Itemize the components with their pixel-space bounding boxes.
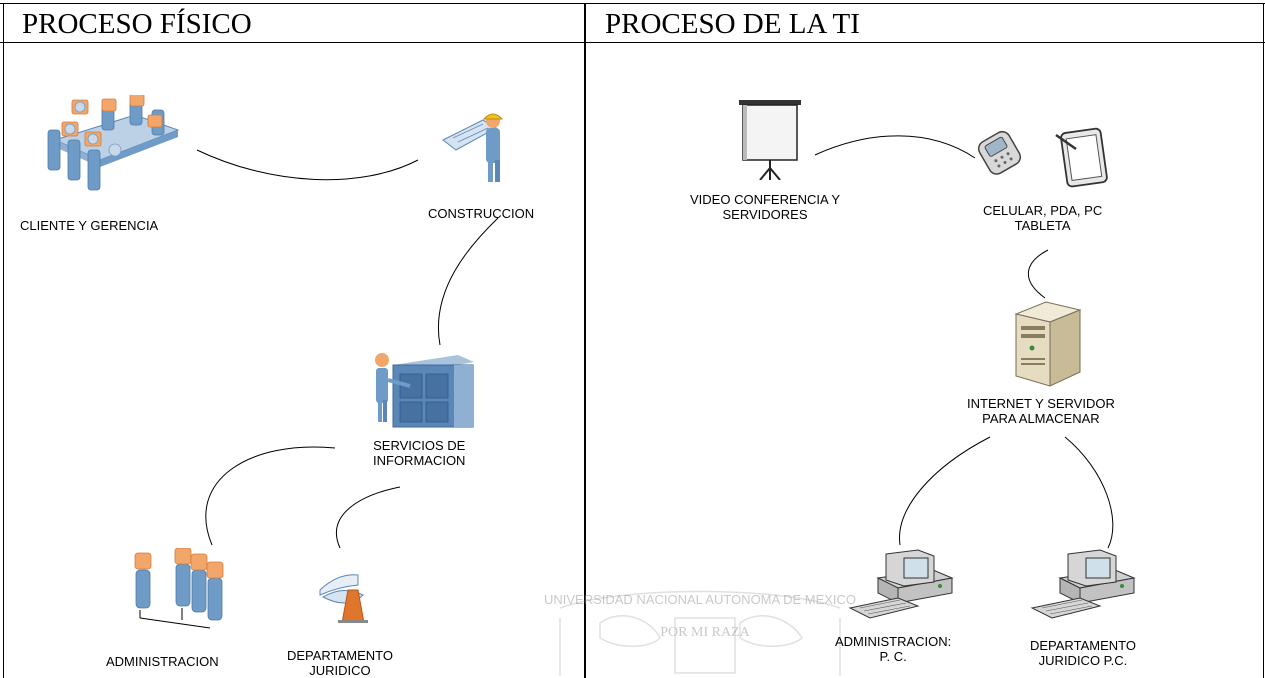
label-construction: CONSTRUCCION — [428, 206, 535, 221]
tablet-icon — [1055, 127, 1108, 188]
desktop-pc-icon — [848, 549, 954, 619]
label-info-services-line2: INFORMACION — [373, 453, 466, 468]
link-server-adminpc — [899, 436, 991, 546]
desktop-pc-icon — [1030, 549, 1136, 619]
label-internet-server-line2: PARA ALMACENAR — [982, 411, 1100, 426]
meeting-icon — [47, 95, 180, 191]
info-services-icon — [375, 353, 474, 428]
label-admin-pc-line1: ADMINISTRACION: — [835, 634, 952, 649]
watermark-motto: POR MI RAZA — [660, 625, 750, 640]
right-border — [1263, 3, 1264, 678]
label-administration: ADMINISTRACION — [106, 654, 219, 669]
scales-icon — [319, 574, 368, 623]
label-devices-line2: TABLETA — [1014, 218, 1071, 233]
label-legal-pc-line1: DEPARTAMENTO — [1030, 638, 1136, 653]
unam-watermark: UNIVERSIDAD NACIONAL AUTONOMA DE MEXICO … — [544, 590, 856, 676]
link-info-admin — [205, 446, 336, 546]
link-construction-info — [438, 217, 499, 346]
label-legal-pc-line2: JURIDICO P.C. — [1038, 653, 1128, 668]
label-info-services: SERVICIOS DE INFORMACION — [373, 438, 465, 468]
label-admin-pc-line2: P. C. — [879, 649, 907, 664]
label-legal-pc: DEPARTAMENTO JURIDICO P.C. — [1030, 638, 1136, 668]
projector-screen-icon — [739, 100, 801, 180]
label-legal-dept: DEPARTAMENTO JURIDICO — [287, 648, 393, 678]
link-video-devices — [814, 135, 976, 159]
label-internet-server: INTERNET Y SERVIDOR PARA ALMACENAR — [967, 396, 1115, 426]
engineer-blueprint-icon — [442, 113, 504, 182]
server-tower-icon — [1014, 301, 1082, 387]
header-it-process: PROCESO DE LA TI — [605, 8, 860, 40]
watermark-text: UNIVERSIDAD NACIONAL AUTONOMA DE MEXICO — [544, 592, 856, 607]
label-legal-dept-line2: JURIDICO — [309, 663, 371, 678]
label-devices-line1: CELULAR, PDA, PC — [983, 203, 1103, 218]
header-divider — [0, 42, 1265, 43]
label-devices: CELULAR, PDA, PC TABLETA — [983, 203, 1102, 233]
label-info-services-line1: SERVICIOS DE — [373, 438, 466, 453]
column-divider — [584, 3, 586, 678]
header-physical-process: PROCESO FÍSICO — [22, 8, 252, 40]
link-server-legalpc — [1064, 436, 1114, 549]
left-border — [3, 3, 4, 678]
label-legal-dept-line1: DEPARTAMENTO — [287, 648, 393, 663]
label-video-conference: VIDEO CONFERENCIA Y SERVIDORES — [690, 192, 840, 222]
label-client-management: CLIENTE Y GERENCIA — [20, 218, 159, 233]
link-info-legal — [336, 486, 401, 549]
label-internet-server-line1: INTERNET Y SERVIDOR — [967, 396, 1115, 411]
label-video-conference-line2: SERVIDORES — [722, 207, 808, 222]
admin-people-icon — [134, 548, 224, 629]
link-client-construction — [196, 149, 419, 181]
link-devices-server — [1027, 249, 1049, 299]
label-admin-pc: ADMINISTRACION: P. C. — [835, 634, 951, 664]
label-video-conference-line1: VIDEO CONFERENCIA Y — [690, 192, 841, 207]
cellphone-icon — [977, 130, 1022, 175]
top-border — [0, 3, 1265, 4]
